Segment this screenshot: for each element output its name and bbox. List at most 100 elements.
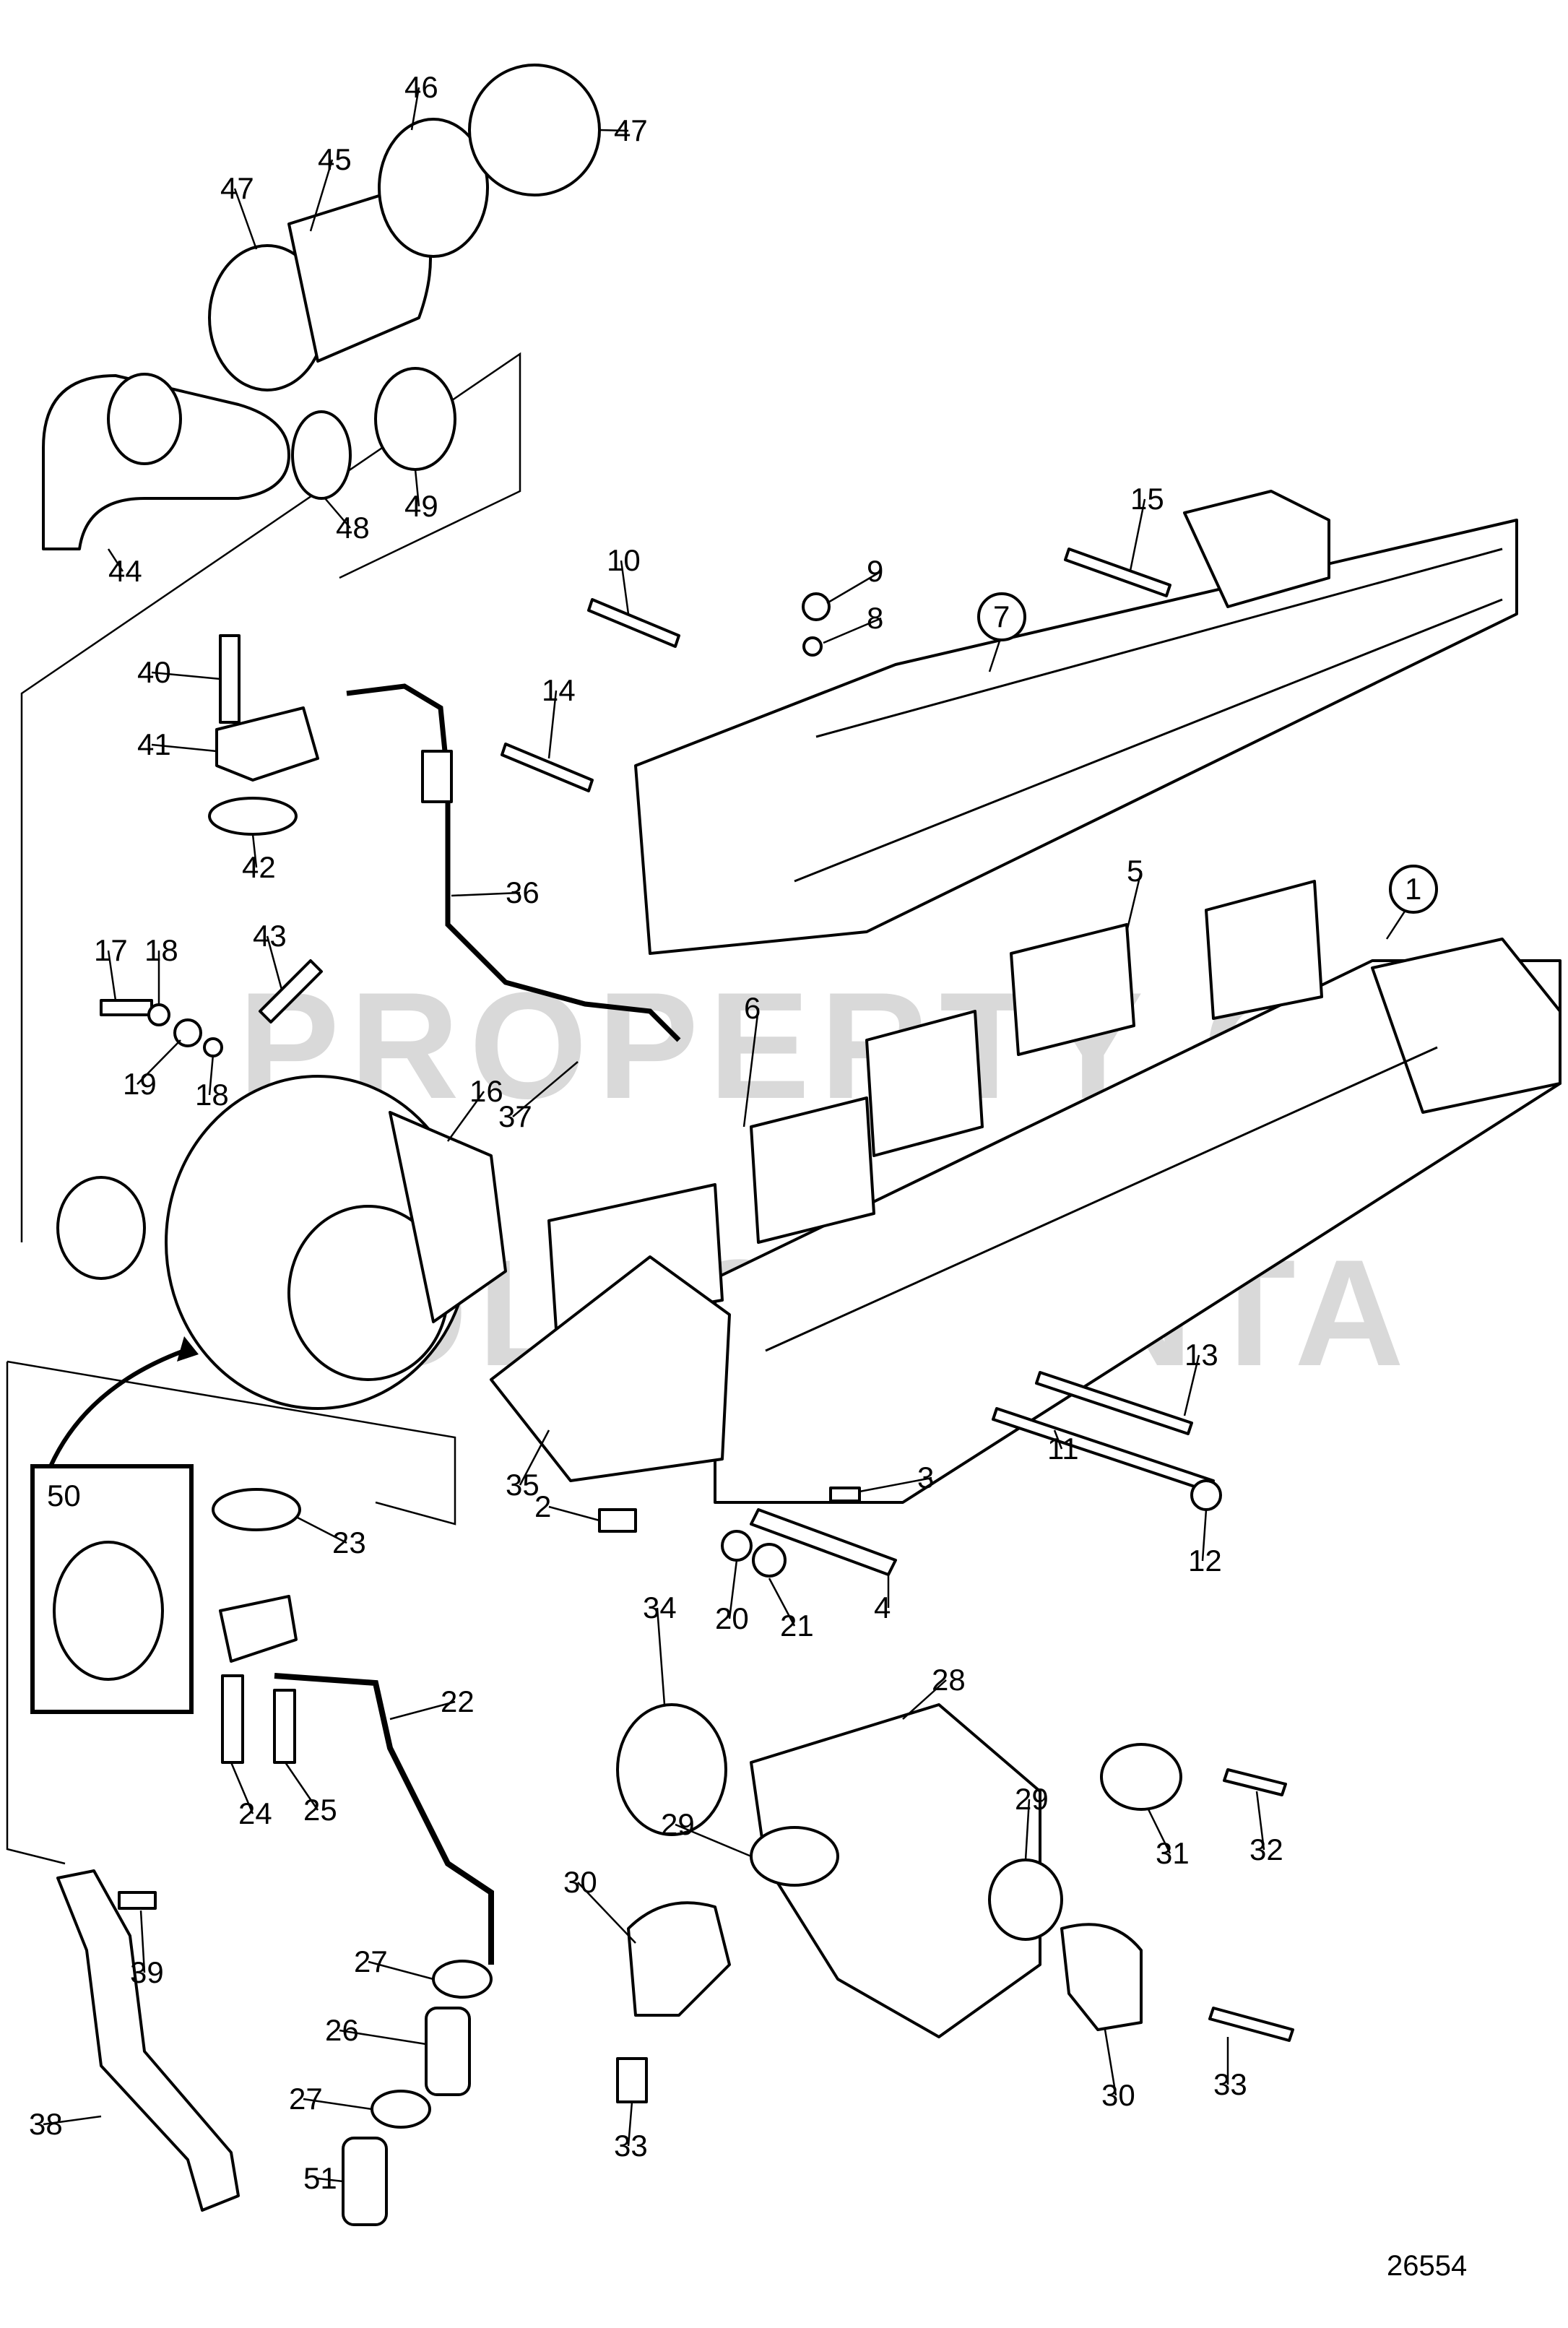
callout-c16: 16	[469, 1074, 503, 1108]
bolt-24	[221, 1674, 244, 1764]
callout-c11: 11	[1047, 1432, 1079, 1466]
nut-12	[1190, 1479, 1222, 1511]
callout-c47b: 47	[614, 113, 648, 147]
oil-line-36	[346, 683, 681, 1042]
drawing-number: 26554	[1387, 2250, 1467, 2282]
callout-c26: 26	[325, 2013, 359, 2047]
oil-return-pipe-22	[274, 1673, 494, 1965]
leader-c17	[107, 950, 117, 1001]
bolt-25	[273, 1689, 296, 1764]
manifold-edge-lower	[794, 598, 1503, 883]
gasket-23	[212, 1488, 301, 1531]
gasket-6b	[865, 1010, 984, 1157]
washer-18a	[147, 1003, 170, 1026]
manifold-saddle	[1183, 490, 1330, 608]
callout-c8: 8	[867, 601, 883, 635]
oil-line-nut	[421, 750, 453, 803]
leader-c41	[151, 743, 217, 753]
hose-26	[425, 2007, 471, 2096]
callout-c49: 49	[404, 489, 438, 523]
callout-c21: 21	[780, 1609, 814, 1643]
callout-c2: 2	[534, 1489, 551, 1523]
clamp-47-upper	[468, 64, 601, 196]
leader-c12	[1201, 1509, 1208, 1562]
leader-c38	[43, 2115, 102, 2126]
callout-c50: 50	[47, 1479, 81, 1513]
callout-c19: 19	[123, 1067, 157, 1101]
callout-c29a: 29	[661, 1807, 695, 1841]
callout-c24: 24	[238, 1796, 272, 1830]
leader-c15	[1129, 498, 1146, 571]
manifold-edge-line	[765, 1046, 1438, 1352]
callout-c33b: 33	[1213, 2067, 1247, 2101]
callout-c12: 12	[1188, 1544, 1222, 1578]
gasket-5b	[1205, 880, 1323, 1020]
leader-c29b	[1024, 1799, 1031, 1861]
leader-c22	[389, 1700, 456, 1721]
leader-c47a	[233, 188, 258, 250]
callout-c9: 9	[867, 554, 883, 588]
o-ring-48	[291, 410, 352, 500]
gasket-6a	[750, 1096, 875, 1244]
leader-c16	[446, 1091, 485, 1142]
leader-c30b	[1104, 2029, 1117, 2096]
leader-c19	[137, 1039, 181, 1085]
callout-c38: 38	[29, 2107, 63, 2141]
o-ring-29a	[750, 1826, 839, 1887]
callout-c17: 17	[94, 933, 128, 967]
detail-inset-50	[30, 1336, 199, 1714]
o-ring-50	[53, 1541, 164, 1681]
frame-upper	[20, 352, 521, 1242]
banjo-fitting-assembly	[208, 634, 319, 836]
leader-c9	[826, 570, 882, 605]
callout-c48: 48	[336, 511, 370, 545]
elbow-pipe-44	[42, 374, 290, 550]
callout-c43: 43	[253, 919, 287, 953]
screw-33b	[1208, 2007, 1294, 2042]
callout-c14: 14	[542, 673, 576, 707]
callout-c32: 32	[1249, 1832, 1283, 1866]
leader-c26	[339, 2029, 427, 2046]
callout-c42: 42	[242, 850, 276, 884]
callout-c20: 20	[715, 1601, 749, 1635]
leader-c3	[859, 1476, 932, 1493]
leader-c6	[742, 1008, 760, 1128]
callout-c13: 13	[1184, 1338, 1218, 1372]
fitting-41	[215, 706, 319, 782]
leader-c27a	[368, 1960, 434, 1981]
leader-c42	[251, 834, 258, 868]
screw-32	[1223, 1768, 1287, 1796]
leader-c48	[324, 498, 351, 529]
leader-c45	[309, 159, 334, 232]
manifold-7	[634, 519, 1518, 955]
manifold-edge	[815, 548, 1503, 738]
sleeve-46	[378, 118, 489, 258]
flange-plate-35	[490, 1255, 731, 1482]
leader-c35	[519, 1429, 550, 1486]
bolt-10	[587, 598, 680, 648]
leader-c43	[266, 935, 283, 990]
callout-c31: 31	[1156, 1836, 1190, 1870]
oil-return-assembly	[212, 1488, 494, 1965]
bolt-40	[219, 634, 241, 724]
leader-c47b	[599, 129, 629, 132]
callout-c29b: 29	[1015, 1782, 1049, 1816]
washer-20	[721, 1530, 753, 1562]
leader-c23	[295, 1515, 347, 1544]
callout-c4: 4	[874, 1591, 891, 1624]
bolt-14	[501, 743, 594, 792]
pipe-51	[342, 2137, 388, 2226]
washer-8	[802, 636, 823, 657]
leader-c30a	[577, 1882, 636, 1944]
callout-circle-c7	[977, 592, 1026, 641]
nut-21	[752, 1543, 787, 1578]
frame-lower-mid	[7, 1360, 456, 1526]
leader-c27b	[303, 2098, 373, 2111]
manifold-end-cap	[1371, 938, 1561, 1114]
turbocharger-assembly	[56, 1075, 507, 1410]
leader-c36	[451, 891, 521, 897]
leader-c21	[768, 1578, 796, 1627]
callout-c27a: 27	[354, 1944, 388, 1978]
small-fittings	[100, 959, 323, 1057]
